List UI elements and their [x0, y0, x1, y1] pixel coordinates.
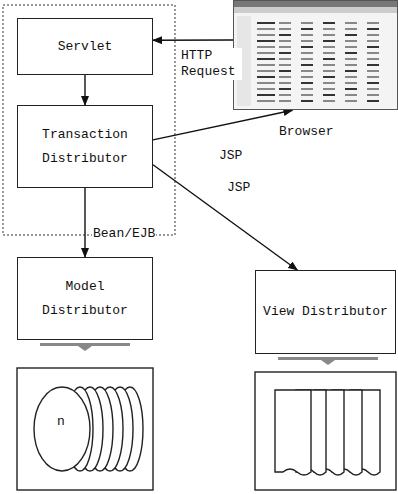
edge-label: HTTP Request [180, 48, 242, 80]
connector-arrow [153, 110, 292, 140]
process-box: Transaction Distributor [17, 105, 153, 188]
pages-icon [255, 372, 396, 490]
node-label: Servlet [52, 35, 119, 59]
node-label: View Distributor [257, 300, 394, 324]
servlet-box: Servlet [17, 18, 153, 75]
connector-arrow [84, 188, 85, 257]
tier-boundary [3, 5, 175, 235]
browser-screenshot [233, 0, 398, 110]
process-box: View Distributor [255, 270, 396, 354]
connector-arrow [84, 75, 85, 105]
process-box: Model Distributor [17, 257, 153, 340]
disk-label: n [56, 414, 66, 430]
browser-window: Browser [233, 0, 398, 145]
connector-arrow [153, 39, 233, 41]
edge-label: JSP [218, 148, 243, 164]
edge-label: Bean/EJB [92, 226, 156, 242]
connector-arrow [153, 165, 297, 270]
node-label: Model Distributor [18, 275, 152, 323]
edge-label: JSP [226, 180, 251, 196]
node-label: Transaction Distributor [18, 123, 152, 171]
database-icon [17, 368, 153, 490]
node-label: Browser [273, 120, 340, 144]
